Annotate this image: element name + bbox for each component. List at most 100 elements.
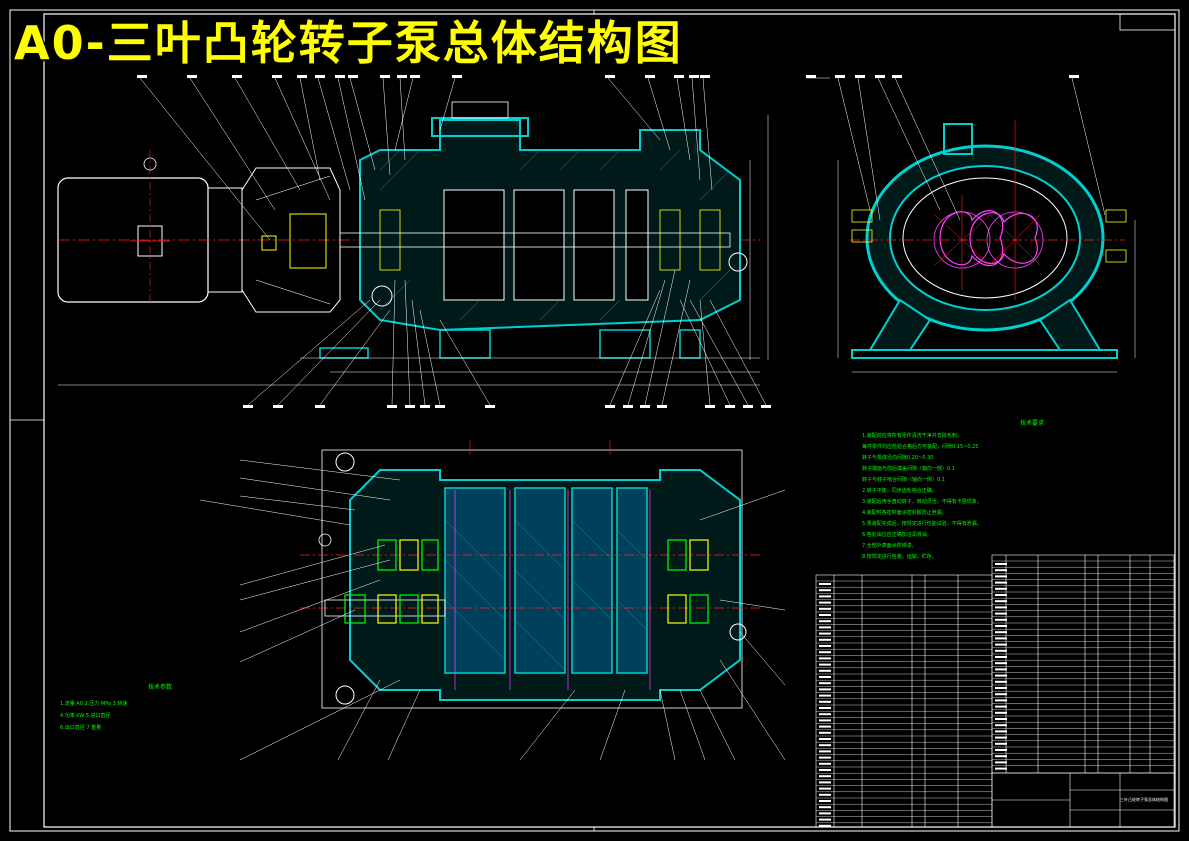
bom-cell-mark <box>819 620 831 623</box>
bom-cell-mark <box>819 694 831 697</box>
bom-cell-mark <box>819 756 831 759</box>
bom-cell-mark <box>819 638 831 641</box>
bom-cell-mark <box>819 657 831 660</box>
bom-cell-mark <box>995 631 1007 634</box>
bom-cell-mark <box>819 601 831 604</box>
bom-cell-mark <box>995 662 1007 665</box>
tech-param-line: 1.流量 A0 2.压力 MPa 3.转速 <box>60 701 128 707</box>
bom-cell-mark <box>995 600 1007 603</box>
bom-cell-mark <box>995 594 1007 596</box>
bom-rows <box>816 560 1174 827</box>
bom-cell-mark <box>819 651 831 654</box>
bom-cell-mark <box>819 769 831 771</box>
tech-param-line: 6.出口直径 7.重量 <box>60 725 102 731</box>
bom-cell-mark <box>995 649 1007 652</box>
bom-cell-mark <box>819 676 831 678</box>
bom-cell-mark <box>995 575 1007 578</box>
bom-cell-mark <box>995 587 1007 590</box>
technical-requirements-heading: 技术要求 <box>1019 420 1044 427</box>
bom-cell-mark <box>995 718 1007 720</box>
bom-cell-mark <box>819 583 831 585</box>
tech-req-line: 8.按规定进行包装，运输，贮存。 <box>862 554 937 560</box>
bom-cell-mark <box>819 731 831 734</box>
bom-cell-mark <box>819 614 831 616</box>
bom-cell-mark <box>819 725 831 728</box>
tech-req-line: 4.装配时各密封面涂密封胶防止泄漏。 <box>862 510 947 516</box>
bom-cell-mark <box>819 793 831 796</box>
bom-cell-mark <box>995 643 1007 646</box>
bom-cell-mark <box>995 767 1007 770</box>
tech-req-line: 转子与泵体径向间隙0.20~0.30 <box>862 455 934 461</box>
bom-cell-mark <box>995 705 1007 708</box>
bom-cell-mark <box>995 656 1007 658</box>
bom-cell-mark <box>819 775 831 778</box>
bom-cell-mark <box>995 749 1007 751</box>
corner-box <box>1119 13 1176 31</box>
tech-req-line: 1.装配前应将所有零件清洗干净并去除毛刺； <box>862 433 962 439</box>
bom-cell-mark <box>819 738 831 740</box>
technical-requirements: 技术要求 1.装配前应将所有零件清洗干净并去除毛刺； 每件零件均应检验合格后方可… <box>862 418 1162 563</box>
bom-cell-mark <box>995 637 1007 640</box>
bom-cell-mark <box>819 707 831 709</box>
bom-cell-mark <box>995 761 1007 764</box>
bom-cell-mark <box>819 682 831 685</box>
bom-cell-mark <box>819 713 831 716</box>
bom-cell-mark <box>819 781 831 784</box>
tech-param-line: 4.功率 kW 5.进口直径 <box>60 713 111 719</box>
bom-cell-mark <box>819 607 831 610</box>
bom-cell-mark <box>819 700 831 703</box>
bom-cell-mark <box>995 687 1007 689</box>
outer-frame <box>9 9 1180 832</box>
bom-cell-mark <box>995 618 1007 621</box>
bom-cell-mark <box>995 742 1007 745</box>
bom-cell-mark <box>995 612 1007 615</box>
bom-cell-mark <box>995 736 1007 739</box>
front-view <box>57 75 771 408</box>
technical-parameters-heading: 技术参数 <box>147 684 172 691</box>
bom-cell-mark <box>819 595 831 598</box>
tech-req-line: 5.泵装配完成后，按规定进行性能试验，不得有泄漏。 <box>862 521 982 527</box>
bom-cell-mark <box>819 626 831 629</box>
top-section-view <box>199 440 786 761</box>
bom-cell-mark <box>819 669 831 672</box>
tech-req-line: 6.各处油位应正确加注润滑油。 <box>862 532 932 538</box>
bom-cell-mark <box>819 787 831 790</box>
bom-cell-mark <box>995 693 1007 696</box>
tech-req-line: 7.全部外表面涂防锈漆。 <box>862 543 917 549</box>
bom-cell-mark <box>995 606 1007 609</box>
tech-req-line: 转子与转子啮合间隙（轴向一侧）0.1 <box>862 477 945 483</box>
inner-frame <box>43 13 1176 828</box>
tech-req-line: 转子端面与前后端盖间隙（轴向一侧）0.1 <box>862 466 955 472</box>
bom-cell-mark <box>995 625 1007 627</box>
bom-cell-mark <box>819 800 831 802</box>
bom-cell-mark <box>995 730 1007 733</box>
bom-cell-mark <box>995 711 1007 714</box>
title-block-name: 三叶凸轮转子泵总体结构图 <box>1120 797 1168 802</box>
bom-cell-mark <box>819 806 831 809</box>
bom-cell-mark <box>995 668 1007 671</box>
bom-cell-mark <box>819 812 831 815</box>
bom-cell-mark <box>819 663 831 666</box>
bom-cell-mark <box>995 680 1007 683</box>
bom-cell-mark <box>819 645 831 647</box>
drawing-title: A0-三叶凸轮转子泵总体结构图 <box>14 16 683 70</box>
bom-cell-mark <box>995 563 1007 565</box>
tech-req-line: 每件零件均应检验合格后方可装配，间隙0.15~0.25 <box>862 444 979 450</box>
technical-parameters: 技术参数 1.流量 A0 2.压力 MPa 3.转速 4.功率 kW 5.进口直… <box>60 682 260 734</box>
bom-cell-mark <box>995 569 1007 572</box>
bom-cell-mark <box>819 719 831 722</box>
bom-cell-mark <box>819 762 831 765</box>
bom-cell-mark <box>995 699 1007 702</box>
bom-cell-mark <box>819 744 831 747</box>
bom-cell-mark <box>819 632 831 635</box>
bom-cell-mark <box>995 755 1007 758</box>
bom-cell-mark <box>995 581 1007 584</box>
bom-cell-mark <box>819 824 831 827</box>
bom-cell-mark <box>819 750 831 753</box>
bom-cell-mark <box>819 589 831 592</box>
bom-cell-mark <box>819 688 831 691</box>
side-view <box>806 75 1136 373</box>
bom-cell-mark <box>995 674 1007 677</box>
tech-req-line: 3.装配后用手盘动转子，转动灵活，不得有卡阻现象。 <box>862 499 982 505</box>
